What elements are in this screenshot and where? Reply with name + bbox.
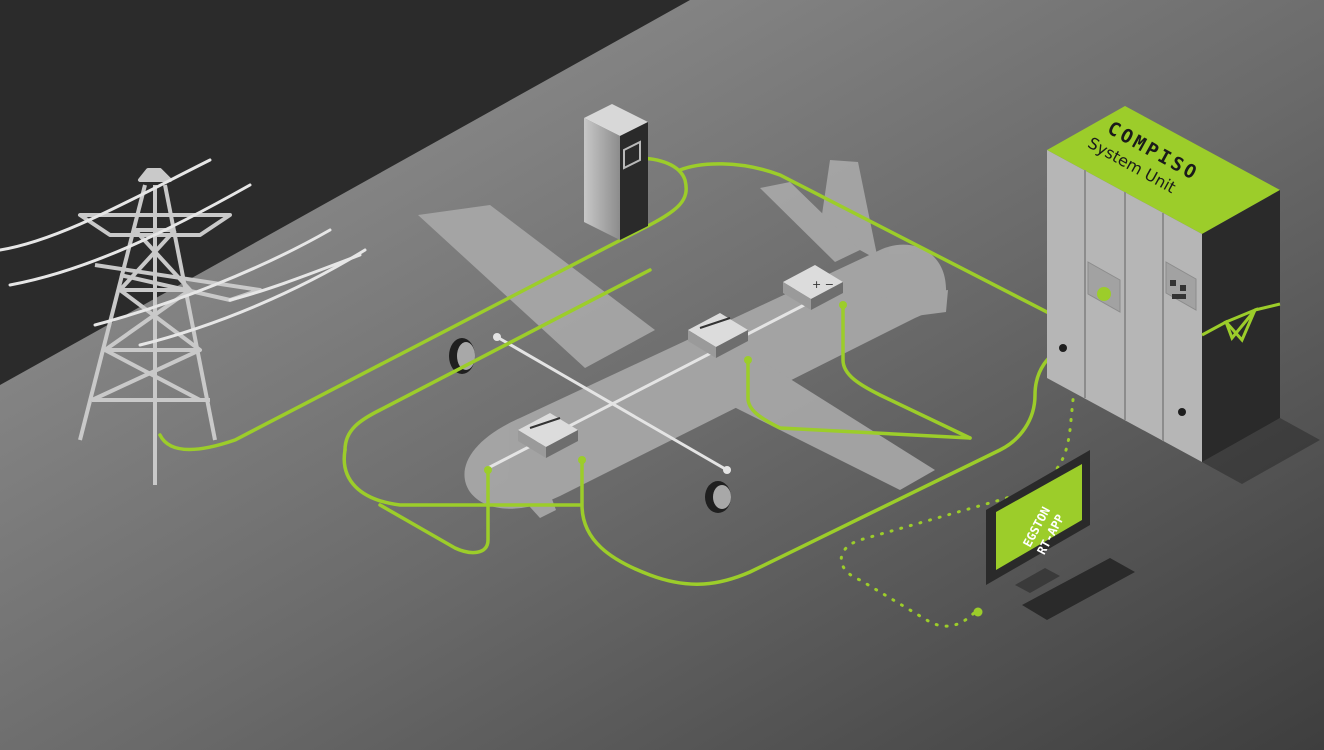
svg-text:+ −: + −: [812, 278, 834, 291]
charging-station: [584, 104, 648, 240]
battery-box: + −: [783, 265, 843, 310]
compiso-cabinet: [1047, 106, 1320, 484]
converter-box-1: [518, 413, 578, 458]
cable-nodes: [484, 301, 847, 474]
monitor: [986, 450, 1135, 620]
status-led: [1097, 287, 1111, 301]
engine-right: [705, 481, 731, 513]
inverter-symbol: [1201, 302, 1281, 341]
bus-node: [493, 333, 501, 341]
aircraft: [418, 160, 948, 518]
bus-node: [723, 466, 731, 474]
port: [1178, 408, 1186, 416]
power-cables: [158, 156, 1084, 586]
converter-box-2: [688, 313, 748, 358]
power-lines: [0, 158, 367, 347]
port: [1059, 344, 1067, 352]
data-link-endpoint: [973, 607, 983, 617]
